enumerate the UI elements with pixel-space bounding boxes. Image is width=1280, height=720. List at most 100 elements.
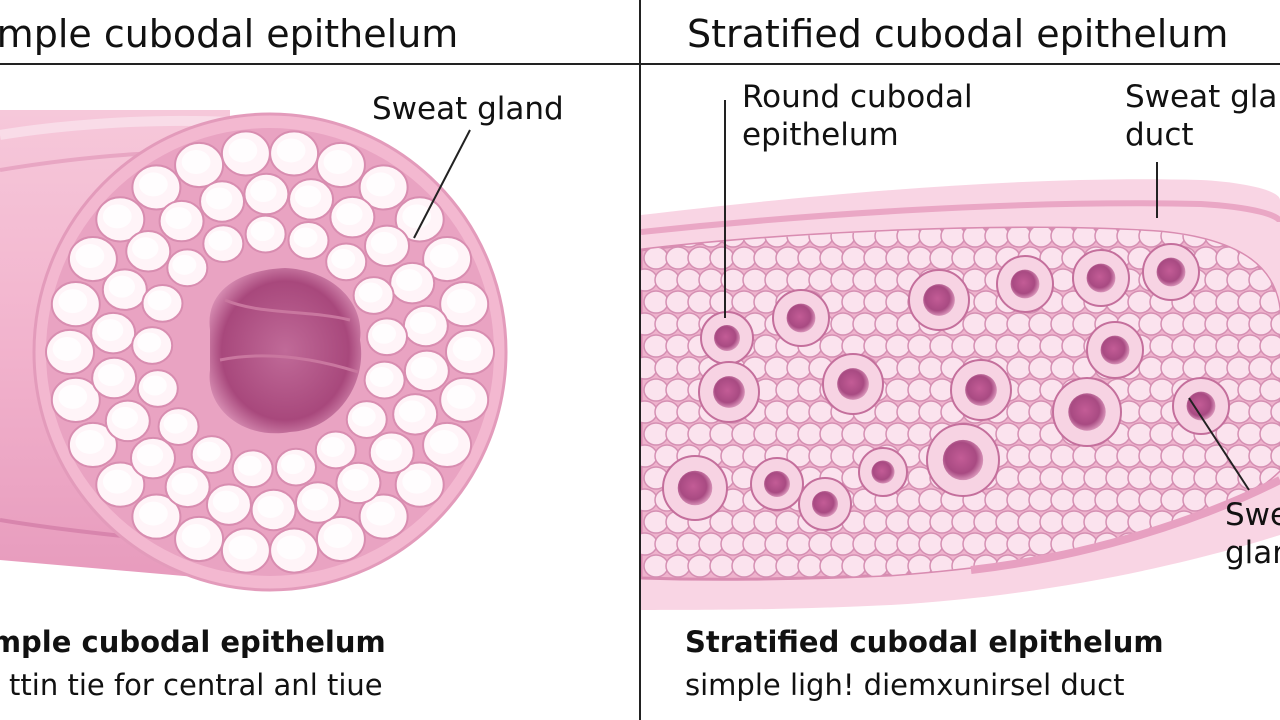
epithelial-cell (830, 444, 856, 468)
epithelial-cell (797, 246, 823, 270)
cell-nucleus (965, 374, 997, 406)
epithelial-cell (1138, 444, 1164, 468)
epithelial-cell (929, 510, 955, 534)
panel-simple-cuboidal: Simple cubodal epithelum Sweat gland Sim… (0, 12, 564, 702)
epithelial-cell (907, 422, 933, 446)
cell-highlight (75, 429, 105, 454)
epithelial-cell (753, 422, 779, 446)
epithelial-cell (654, 532, 680, 556)
simple-cuboidal-illustration (0, 110, 508, 592)
cell-highlight (336, 203, 363, 226)
cell-highlight (257, 495, 284, 518)
epithelial-cell (1050, 356, 1076, 380)
cell-highlight (398, 400, 426, 423)
lumen-fold-2 (219, 354, 359, 374)
epithelial-cell (951, 246, 977, 270)
epithelial-cell (1083, 510, 1109, 534)
epithelial-cell (643, 246, 669, 270)
cell-highlight (369, 367, 394, 388)
cell-highlight (358, 282, 383, 303)
epithelial-cell (1127, 378, 1153, 402)
cell-highlight (138, 172, 168, 197)
epithelial-cell (687, 554, 713, 578)
epithelial-cell (874, 268, 900, 292)
epithelial-cell (973, 334, 999, 358)
epithelial-cell (962, 532, 988, 556)
cell-highlight (208, 230, 233, 251)
epithelial-cell (874, 400, 900, 424)
epithelial-cell (654, 312, 680, 336)
epithelial-cell (1017, 378, 1043, 402)
leader-line-sweat-gland (413, 129, 471, 239)
cell-nucleus (713, 376, 745, 408)
cell-highlight (276, 138, 306, 163)
panel-title-simple: Simple cubodal epithelum (0, 12, 459, 56)
cell-highlight (132, 237, 159, 260)
cell-highlight (276, 535, 306, 560)
cell-highlight (331, 248, 356, 269)
epithelial-cell (1193, 334, 1219, 358)
epithelial-cell (1017, 334, 1043, 358)
epithelial-cell (764, 532, 790, 556)
label-sweat-gland: Sweat gland (372, 91, 564, 127)
epithelial-cell (742, 268, 768, 292)
epithelial-cell (808, 400, 834, 424)
epithelial-cell (643, 290, 669, 314)
epithelial-cell (753, 334, 779, 358)
cell-nucleus (1100, 335, 1130, 365)
cell-highlight (142, 375, 167, 396)
cell-highlight (228, 138, 258, 163)
epithelial-cell (896, 488, 922, 512)
epithelial-cell (1215, 334, 1241, 358)
cell-highlight (75, 244, 105, 269)
epithelial-cell (907, 378, 933, 402)
epithelial-cell (1149, 422, 1175, 446)
stratified-cuboidal-illustration (641, 100, 1280, 611)
epithelial-cell (995, 510, 1021, 534)
epithelial-cell (731, 246, 757, 270)
epithelial-cell (786, 532, 812, 556)
cell-highlight (97, 364, 125, 387)
epithelial-cell (951, 510, 977, 534)
epithelial-cell (643, 334, 669, 358)
duct-wall-band (641, 200, 1280, 235)
epithelial-cell (984, 532, 1010, 556)
cell-nucleus (714, 325, 740, 351)
cell-highlight (351, 406, 376, 427)
epithelial-cell (808, 268, 834, 292)
label-sweat-gland-right: Sweat gland (1225, 497, 1280, 571)
epithelial-cell (1083, 466, 1109, 490)
epithelial-cell (1116, 488, 1142, 512)
tube-band-1 (0, 115, 231, 140)
cell-highlight (52, 337, 82, 361)
epithelial-cell (1160, 488, 1186, 512)
epithelial-cell (654, 356, 680, 380)
epithelial-cell (1050, 444, 1076, 468)
cell-nucleus (871, 460, 895, 484)
epithelial-cell (1061, 334, 1087, 358)
epithelial-cell (786, 400, 812, 424)
epithelial-cell (819, 246, 845, 270)
epithelial-cell (1182, 312, 1208, 336)
epithelial-cell (1006, 400, 1032, 424)
epithelial-cell (951, 334, 977, 358)
epithelial-cell (731, 422, 757, 446)
cell-nucleus (1186, 391, 1216, 421)
epithelial-cell (841, 422, 867, 446)
epithelial-cell (918, 488, 944, 512)
epithelial-cell (995, 422, 1021, 446)
epithelial-cell (885, 422, 911, 446)
epithelial-cell (1182, 444, 1208, 468)
epithelial-cell (1006, 228, 1032, 248)
cell-highlight (171, 472, 198, 495)
epithelial-cell (984, 312, 1010, 336)
epithelial-cell (1006, 444, 1032, 468)
epithelial-cell (1094, 444, 1120, 468)
epithelial-cell (885, 554, 911, 578)
epithelial-cell (885, 378, 911, 402)
epithelial-cell (896, 400, 922, 424)
epithelial-cell (1248, 356, 1274, 380)
epithelial-cell (1028, 356, 1054, 380)
panel-title-stratified: Stratified cubodal epithelum (687, 12, 1229, 56)
cell-nucleus (1156, 257, 1186, 287)
